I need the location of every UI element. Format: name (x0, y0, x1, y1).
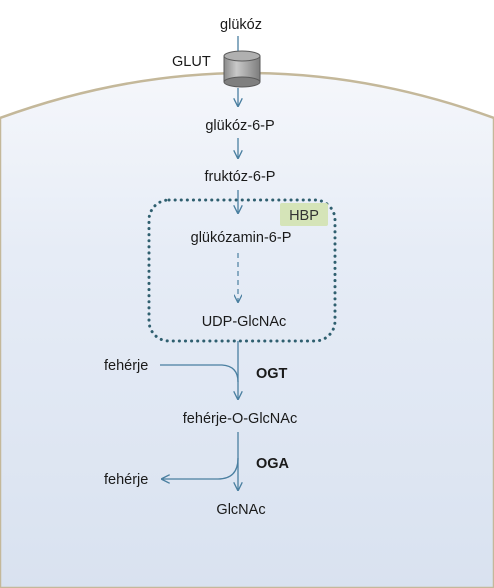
hbp-label: HBP (289, 208, 319, 224)
hbp-pathway-box (147, 198, 337, 343)
glucose6p-label: glükóz-6-P (205, 118, 274, 134)
arrow-oga-to-protein (162, 457, 239, 479)
glucose-label: glükóz (220, 17, 262, 33)
udpglcnac-label: UDP-GlcNAc (202, 314, 287, 330)
glut-transporter-icon (223, 50, 261, 88)
fructose6p-label: fruktóz-6-P (205, 169, 276, 185)
cell-membrane (0, 71, 494, 588)
oga-enzyme-label: OGA (256, 456, 290, 472)
protein-substrate-label: fehérje (104, 358, 148, 374)
glucosamine6p-label: glükózamin-6-P (191, 230, 292, 246)
protein-product-label: fehérje (104, 472, 148, 488)
hbp-badge (280, 203, 328, 226)
ogt-enzyme-label: OGT (256, 366, 288, 382)
protein-oglcnac-label: fehérje-O-GlcNAc (183, 411, 297, 427)
glut-label: GLUT (172, 54, 211, 70)
glcnac-label: GlcNAc (216, 502, 265, 518)
